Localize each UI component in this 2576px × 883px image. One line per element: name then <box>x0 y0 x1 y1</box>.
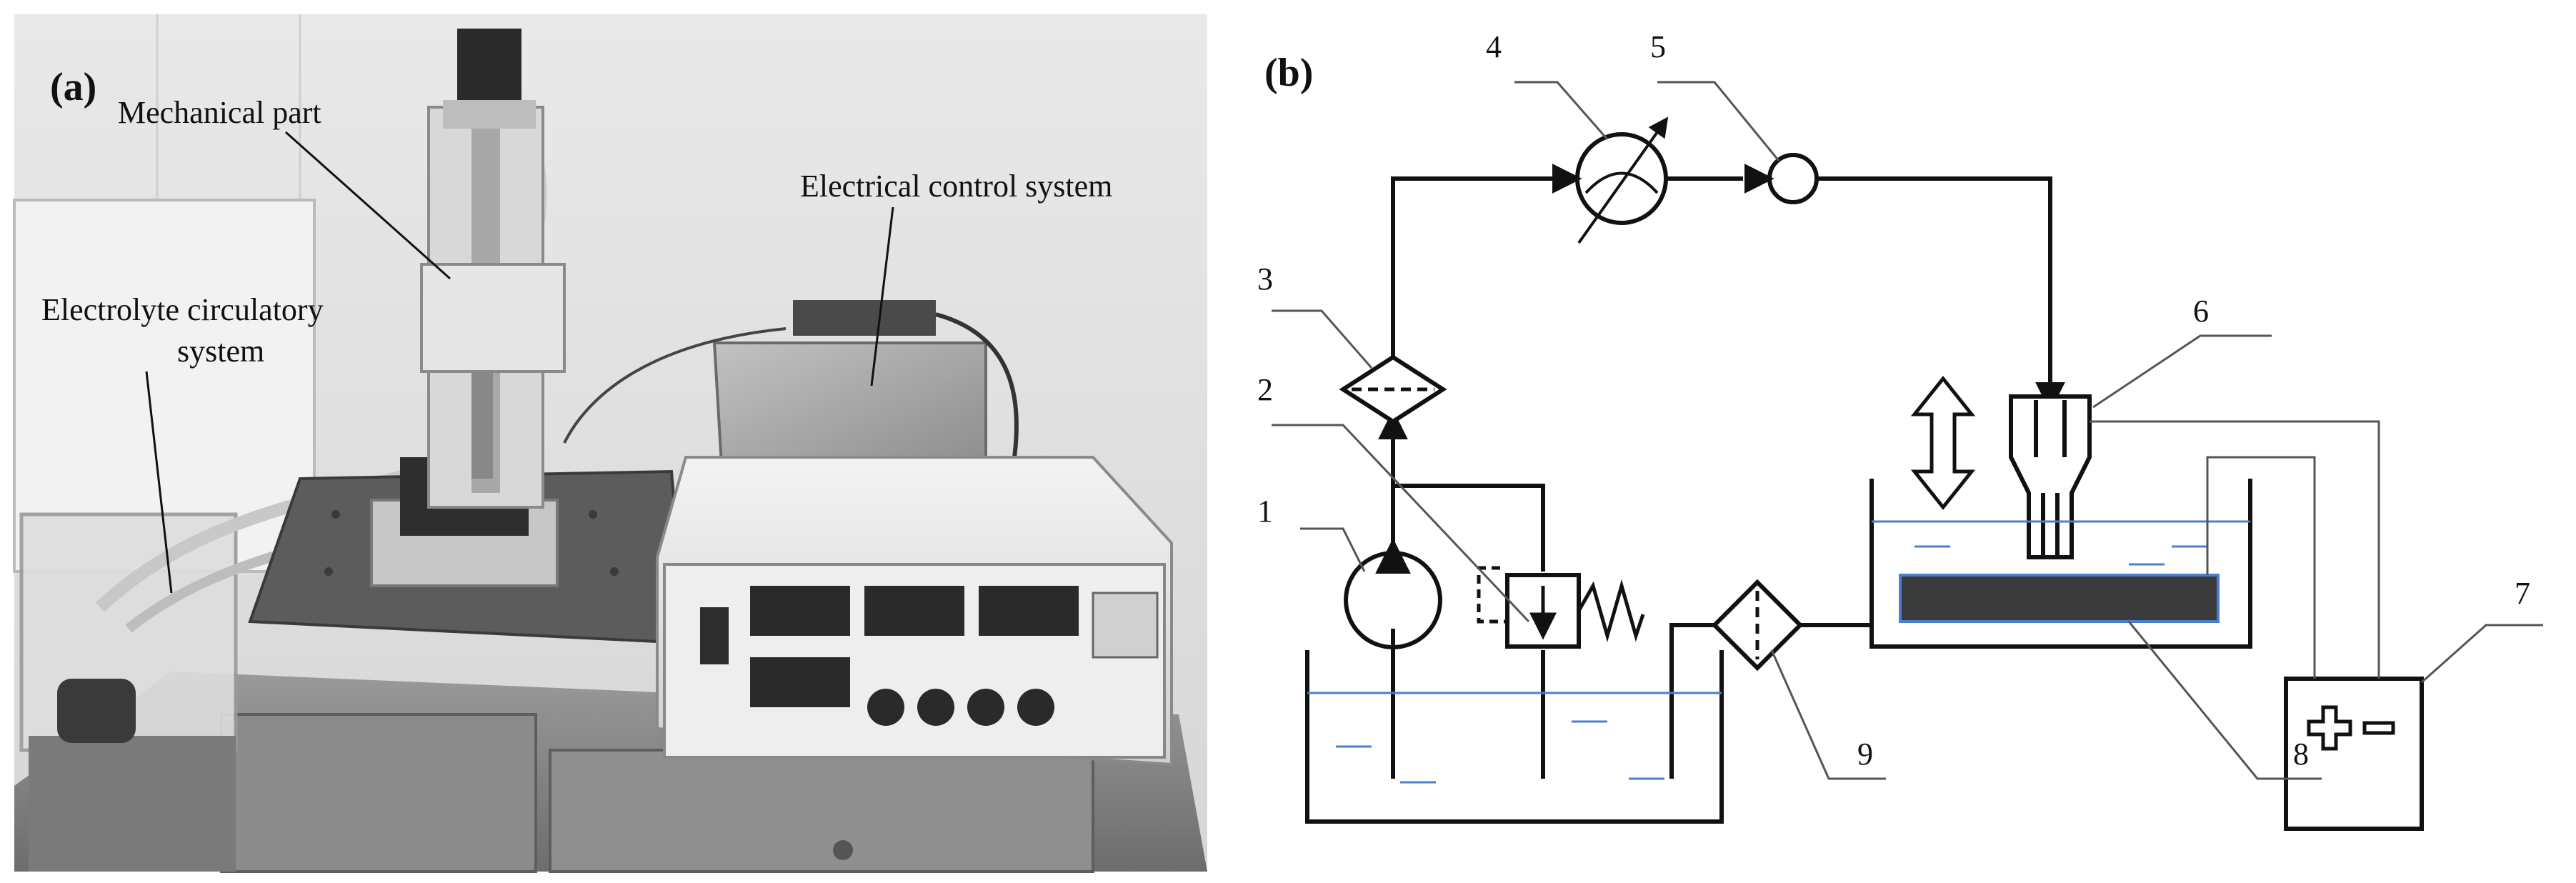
electrolyte-surface <box>1307 520 2250 694</box>
meter-3 <box>979 586 1079 636</box>
pump-arrow <box>1375 538 1411 574</box>
knob-4 <box>1017 689 1054 726</box>
knob-1 <box>867 689 904 726</box>
timer-display <box>1092 592 1159 659</box>
relief-branch-pipe <box>1393 484 1545 572</box>
leader-electrolyte <box>145 371 173 594</box>
pipe-filter-to-flowmeter <box>1391 176 1564 357</box>
arrow-into-filter3 <box>1378 409 1408 439</box>
liquid-marks <box>1336 545 2207 784</box>
panel-a-photo: (a) Mechanical part Electrical control s… <box>0 0 1214 883</box>
label-8: 8 <box>2293 737 2309 772</box>
stepper-motor <box>457 29 521 107</box>
tool-electrode <box>2009 394 2092 559</box>
tool-holder <box>471 371 493 479</box>
pressure-gauge-symbol <box>1767 153 1819 204</box>
power-terminals <box>2307 705 2395 751</box>
flowmeter-symbol <box>1575 132 1668 225</box>
reservoir-tank <box>1305 650 1724 824</box>
panel-a-tag: (a) <box>50 65 96 109</box>
flowmeter-arc <box>1584 171 1659 194</box>
label-4: 4 <box>1486 29 1502 64</box>
number-leaders <box>1272 81 2543 780</box>
desk-drawer-left <box>220 713 537 873</box>
label-3: 3 <box>1257 261 1273 296</box>
leader-mechanical <box>285 131 451 280</box>
flowmeter-variable-arrow <box>1577 116 1669 244</box>
tank-stand <box>29 736 236 872</box>
meter-4 <box>750 657 850 707</box>
filter-9 <box>1711 579 1804 672</box>
callout-mechanical: Mechanical part <box>118 95 321 130</box>
meter-1 <box>750 586 850 636</box>
power-supply-box <box>2284 677 2424 831</box>
pipe-to-tool <box>1817 176 2052 393</box>
filter-3 <box>1339 354 1447 424</box>
panel-b-schematic: (b) <box>1229 0 2576 883</box>
callout-electrolyte-line1: Electrolyte circulatory <box>41 292 324 327</box>
cable-2 <box>563 327 787 444</box>
pump <box>57 679 136 743</box>
knob-3 <box>967 689 1004 726</box>
label-5: 5 <box>1650 29 1666 64</box>
motor-mount <box>443 100 536 129</box>
callout-electrical: Electrical control system <box>800 169 1112 204</box>
leader-electrical <box>870 206 894 386</box>
drawer-knob <box>833 840 853 860</box>
callout-electrolyte-line2: system <box>177 334 264 369</box>
label-9: 9 <box>1857 737 1873 772</box>
feed-direction-arrow <box>1910 375 1976 511</box>
apparatus-photo: (a) Mechanical part Electrical control s… <box>13 14 1207 873</box>
label-2: 2 <box>1257 372 1273 407</box>
control-box <box>712 341 987 474</box>
schematic-diagram: (b) <box>1257 29 2543 831</box>
pipe-filter9-to-reservoir <box>1669 623 1714 779</box>
arrow-into-flowmeter <box>1552 164 1582 194</box>
label-1: 1 <box>1257 494 1273 529</box>
control-board <box>793 300 936 336</box>
relief-valve-internals <box>1477 566 1645 643</box>
workpiece <box>1899 574 2220 623</box>
arrow-into-gauge <box>1744 164 1774 194</box>
label-7: 7 <box>2515 576 2530 611</box>
cable-1 <box>935 312 1019 458</box>
knob-2 <box>917 689 954 726</box>
power-switch <box>700 607 729 664</box>
meter-2 <box>864 586 964 636</box>
power-wiring <box>2090 420 2380 679</box>
carriage <box>420 263 566 373</box>
panel-b-tag: (b) <box>1264 51 1313 95</box>
label-6: 6 <box>2193 294 2209 329</box>
desk-drawer-right <box>549 749 1094 873</box>
machining-tank <box>1869 479 2252 649</box>
